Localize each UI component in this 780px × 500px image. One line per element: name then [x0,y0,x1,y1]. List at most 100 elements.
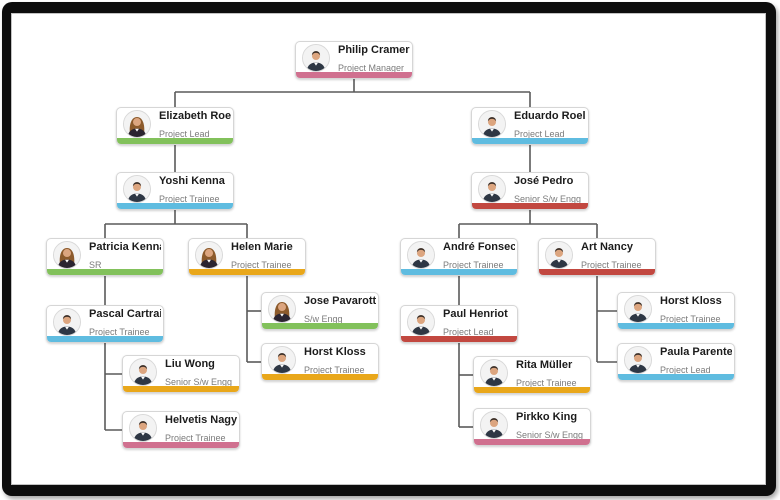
person-photo-icon [407,241,435,269]
node-color-strip [123,386,239,392]
org-node-pascal-cartrain[interactable]: Pascal Cartrain Project Trainee [46,305,164,343]
node-role: Project Lead [159,128,210,139]
node-role: Senior S/w Engg [516,429,584,440]
org-node-liu-wong[interactable]: Liu Wong Senior S/w Engg [122,355,240,393]
node-name: Pascal Cartrain [89,307,161,320]
node-text: Paula Parente Project Lead [660,342,732,378]
person-photo-icon [123,175,151,203]
node-role: Project Trainee [443,259,504,270]
org-node-patricia-kenna[interactable]: Patricia Kenna SR [46,238,164,276]
node-text: Rita Müller Project Trainee [516,355,577,391]
node-role: SR [89,259,102,270]
node-name: Philip Cramer [338,43,410,56]
org-node-pirkko-king[interactable]: Pirkko King Senior S/w Engg [473,408,591,446]
org-node-philip-cramer[interactable]: Philip Cramer Project Manager [295,41,413,79]
node-color-strip [117,203,233,209]
org-node-paula-parente[interactable]: Paula Parente Project Lead [617,343,735,381]
org-node-jose-pavarotti[interactable]: Jose Pavarotti S/w Engg [261,292,379,330]
node-text: José Pedro Senior S/w Engg [514,171,581,207]
node-role: Project Lead [660,364,711,375]
node-color-strip [401,336,517,342]
node-role: Project Trainee [581,259,642,270]
person-photo-icon [53,241,81,269]
node-text: Horst Kloss Project Trainee [304,342,366,378]
node-name: Pirkko King [516,410,578,423]
node-color-strip [472,138,588,144]
node-name: Liu Wong [165,357,215,370]
node-name: Yoshi Kenna [159,174,225,187]
node-color-strip [262,374,378,380]
org-node-elizabeth-roel[interactable]: Elizabeth Roel Project Lead [116,107,234,145]
node-text: Pascal Cartrain Project Trainee [89,304,161,340]
node-color-strip [47,336,163,342]
node-name: Horst Kloss [660,294,722,307]
node-color-strip [401,269,517,275]
node-color-strip [472,203,588,209]
person-photo-icon [53,308,81,336]
org-node-andr-fonseca[interactable]: André Fonseca Project Trainee [400,238,518,276]
node-name: Paula Parente [660,345,732,358]
node-name: José Pedro [514,174,574,187]
node-role: Project Trainee [516,377,577,388]
node-role: Senior S/w Engg [514,193,582,204]
org-node-art-nancy[interactable]: Art Nancy Project Trainee [538,238,656,276]
org-node-jos-pedro[interactable]: José Pedro Senior S/w Engg [471,172,589,210]
node-name: André Fonseca [443,240,515,253]
node-color-strip [474,439,590,445]
node-name: Patricia Kenna [89,240,161,253]
node-text: Yoshi Kenna Project Trainee [159,171,225,207]
node-name: Elizabeth Roel [159,109,231,122]
person-photo-icon [480,411,508,439]
person-photo-icon [268,295,296,323]
node-role: Project Trainee [89,326,150,337]
person-photo-icon [195,241,223,269]
node-role: Project Lead [443,326,494,337]
node-text: Liu Wong Senior S/w Engg [165,354,232,390]
node-text: Eduardo Roel Project Lead [514,106,586,142]
person-photo-icon [129,358,157,386]
node-name: Jose Pavarotti [304,294,376,307]
org-node-eduardo-roel[interactable]: Eduardo Roel Project Lead [471,107,589,145]
node-text: Helen Marie Project Trainee [231,237,293,273]
node-role: S/w Engg [304,313,343,324]
org-node-paul-henriot[interactable]: Paul Henriot Project Lead [400,305,518,343]
node-color-strip [189,269,305,275]
person-photo-icon [624,295,652,323]
node-name: Rita Müller [516,358,573,371]
node-name: Helvetis Nagy [165,413,237,426]
node-text: Art Nancy Project Trainee [581,237,642,273]
person-photo-icon [478,175,506,203]
node-text: Helvetis Nagy Project Trainee [165,410,237,446]
node-color-strip [539,269,655,275]
person-photo-icon [268,346,296,374]
node-text: Jose Pavarotti S/w Engg [304,291,376,327]
node-color-strip [262,323,378,329]
person-photo-icon [624,346,652,374]
node-role: Project Trainee [231,259,292,270]
node-text: Paul Henriot Project Lead [443,304,508,340]
node-role: Project Trainee [159,193,220,204]
org-node-yoshi-kenna[interactable]: Yoshi Kenna Project Trainee [116,172,234,210]
org-node-helen-marie[interactable]: Helen Marie Project Trainee [188,238,306,276]
node-role: Project Trainee [660,313,721,324]
node-text: Philip Cramer Project Manager [338,40,410,76]
node-name: Paul Henriot [443,307,508,320]
node-text: André Fonseca Project Trainee [443,237,515,273]
person-photo-icon [129,414,157,442]
org-node-rita-m-ller[interactable]: Rita Müller Project Trainee [473,356,591,394]
org-node-helvetis-nagy[interactable]: Helvetis Nagy Project Trainee [122,411,240,449]
node-text: Horst Kloss Project Trainee [660,291,722,327]
node-name: Eduardo Roel [514,109,586,122]
node-role: Project Manager [338,62,405,73]
node-role: Project Trainee [304,364,365,375]
node-name: Horst Kloss [304,345,366,358]
org-node-horst-kloss[interactable]: Horst Kloss Project Trainee [261,343,379,381]
node-color-strip [618,374,734,380]
person-photo-icon [123,110,151,138]
person-photo-icon [407,308,435,336]
node-color-strip [117,138,233,144]
org-node-horst-kloss[interactable]: Horst Kloss Project Trainee [617,292,735,330]
node-name: Helen Marie [231,240,293,253]
node-role: Senior S/w Engg [165,376,233,387]
